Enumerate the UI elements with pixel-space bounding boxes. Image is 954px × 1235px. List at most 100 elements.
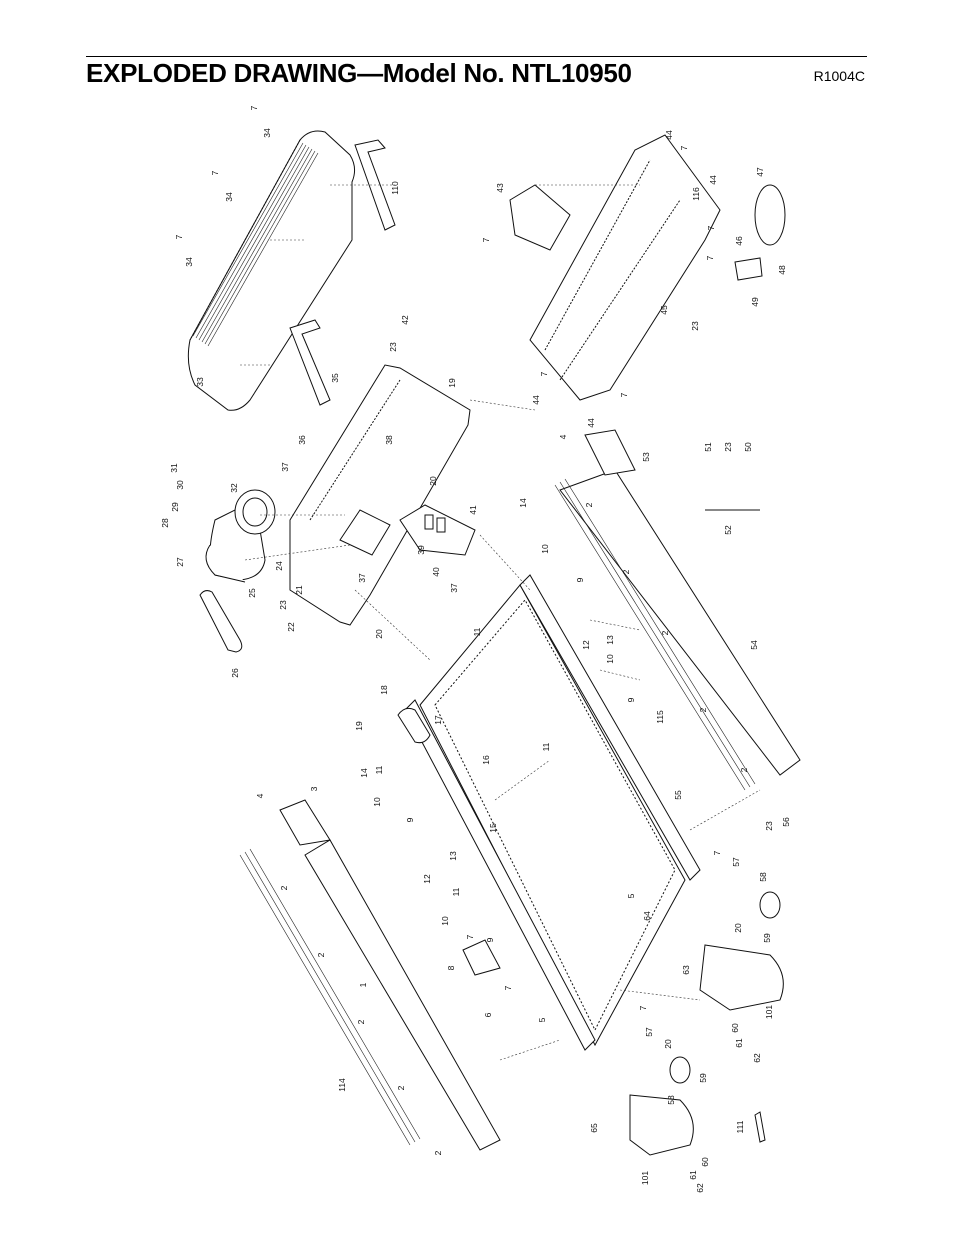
callout-115: 115 — [655, 710, 665, 724]
callout-62: 62 — [695, 1183, 705, 1193]
callout-20: 20 — [733, 923, 743, 933]
callout-9: 9 — [575, 577, 585, 582]
bracket-3 — [279, 799, 331, 846]
callout-7: 7 — [481, 237, 491, 242]
callout-55: 55 — [673, 790, 683, 800]
console-base — [529, 134, 721, 401]
callout-64: 64 — [642, 911, 652, 921]
callout-18: 18 — [379, 685, 389, 695]
callout-2: 2 — [698, 707, 708, 712]
callout-8: 8 — [446, 965, 456, 970]
callout-27: 27 — [175, 557, 185, 567]
callout-23: 23 — [278, 600, 288, 610]
power-cord-47 — [754, 184, 786, 246]
callout-19: 19 — [447, 378, 457, 388]
callout-22: 22 — [286, 622, 296, 632]
callout-9: 9 — [626, 697, 636, 702]
side-rail-1 — [304, 839, 501, 1151]
page-title: EXPLODED DRAWING—Model No. NTL10950 — [86, 58, 632, 88]
callout-14: 14 — [518, 498, 528, 508]
assembly-lines — [240, 184, 761, 1061]
callout-59: 59 — [762, 933, 772, 943]
callout-2: 2 — [356, 1019, 366, 1024]
callout-44: 44 — [586, 418, 596, 428]
callout-28: 28 — [160, 518, 170, 528]
callout-7: 7 — [210, 170, 220, 175]
callout-20: 20 — [374, 629, 384, 639]
callout-31: 31 — [169, 463, 179, 473]
callout-5: 5 — [626, 893, 636, 898]
callout-20: 20 — [663, 1039, 673, 1049]
callout-47: 47 — [755, 167, 765, 177]
front-roller-17 — [397, 707, 431, 744]
callout-9: 9 — [405, 817, 415, 822]
callout-24: 24 — [274, 561, 284, 571]
bracket-53 — [584, 429, 636, 476]
callout-40: 40 — [431, 567, 441, 577]
callout-34: 34 — [184, 257, 194, 267]
callout-44: 44 — [664, 130, 674, 140]
console-board-43 — [509, 184, 571, 251]
callout-11: 11 — [451, 887, 461, 896]
callout-49: 49 — [750, 297, 760, 307]
callout-23: 23 — [764, 821, 774, 831]
callout-44: 44 — [708, 175, 718, 185]
callout-10: 10 — [540, 544, 550, 554]
callout-4: 4 — [558, 434, 568, 439]
callout-39: 39 — [416, 545, 426, 555]
callout-7: 7 — [712, 850, 722, 855]
callout-30: 30 — [175, 480, 185, 490]
callout-29: 29 — [170, 502, 180, 512]
callout-17: 17 — [433, 715, 443, 725]
callout-12: 12 — [581, 640, 591, 650]
rail-cover-115 — [554, 478, 756, 791]
side-rail-54 — [559, 469, 801, 776]
callout-58: 58 — [758, 872, 768, 882]
callout-51: 51 — [703, 442, 713, 452]
callout-7: 7 — [503, 985, 513, 990]
callout-53: 53 — [641, 452, 651, 462]
callout-59: 59 — [698, 1073, 708, 1083]
main-frame — [404, 574, 701, 1051]
wheel-59-top — [759, 891, 781, 919]
callout-35: 35 — [330, 373, 340, 383]
callout-37: 37 — [280, 462, 290, 472]
callout-7: 7 — [465, 934, 475, 939]
callout-101: 101 — [764, 1005, 774, 1019]
callout-37: 37 — [449, 583, 459, 593]
drawing-code: R1004C — [813, 68, 865, 84]
callout-32: 32 — [229, 483, 239, 493]
callout-38: 38 — [384, 435, 394, 445]
callout-2: 2 — [660, 630, 670, 635]
callout-63: 63 — [681, 965, 691, 975]
walking-deck-16 — [434, 599, 676, 1032]
callout-10: 10 — [440, 916, 450, 926]
callout-7: 7 — [638, 1005, 648, 1010]
callout-43: 43 — [495, 183, 505, 193]
bracket-8 — [462, 939, 501, 976]
callout-20: 20 — [428, 476, 438, 486]
callout-4: 4 — [255, 793, 265, 798]
rear-cap-65 — [629, 1094, 694, 1156]
callout-12: 12 — [422, 874, 432, 884]
callout-36: 36 — [297, 435, 307, 445]
callout-34: 34 — [224, 192, 234, 202]
callout-2: 2 — [316, 952, 326, 957]
callout-19: 19 — [354, 721, 364, 731]
callout-37: 37 — [357, 573, 367, 583]
upright-frame — [289, 364, 471, 626]
callout-11: 11 — [374, 765, 384, 774]
callout-7: 7 — [705, 255, 715, 260]
callout-50: 50 — [743, 442, 753, 452]
callout-46: 46 — [734, 236, 744, 246]
callout-7: 7 — [706, 225, 716, 230]
callout-62: 62 — [752, 1053, 762, 1063]
callout-11: 11 — [541, 742, 551, 751]
callout-56: 56 — [781, 817, 791, 827]
callout-9: 9 — [485, 937, 495, 942]
callout-23: 23 — [723, 442, 733, 452]
callout-101: 101 — [640, 1171, 650, 1185]
callout-7: 7 — [539, 371, 549, 376]
